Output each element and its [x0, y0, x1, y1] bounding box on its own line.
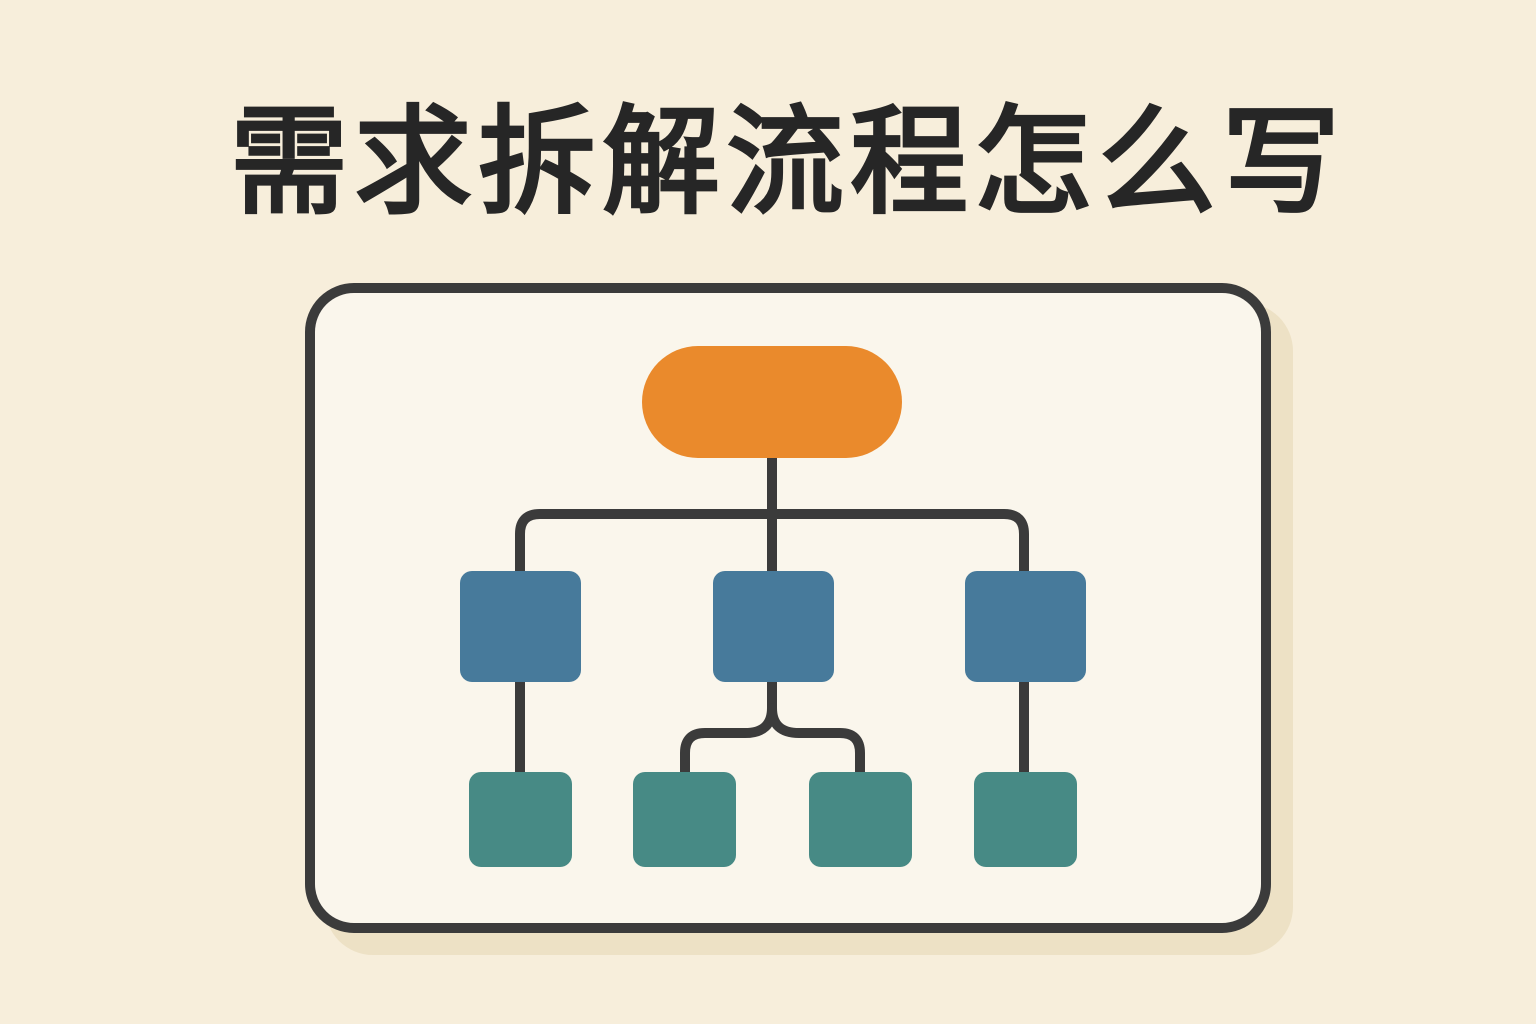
connector-lines — [515, 453, 1029, 777]
grandchild-node-4 — [974, 772, 1077, 867]
grandchild-node-2 — [633, 772, 736, 867]
grandchild-node-3 — [809, 772, 912, 867]
child-node-2 — [713, 571, 834, 682]
child-node-1 — [460, 571, 581, 682]
root-node — [642, 346, 902, 458]
connector-horizontal — [515, 509, 1029, 576]
connector-child2-split-right — [767, 703, 865, 777]
child-node-3 — [965, 571, 1086, 682]
page-title: 需求拆解流程怎么写 — [229, 93, 1346, 231]
grandchild-node-1 — [469, 772, 572, 867]
